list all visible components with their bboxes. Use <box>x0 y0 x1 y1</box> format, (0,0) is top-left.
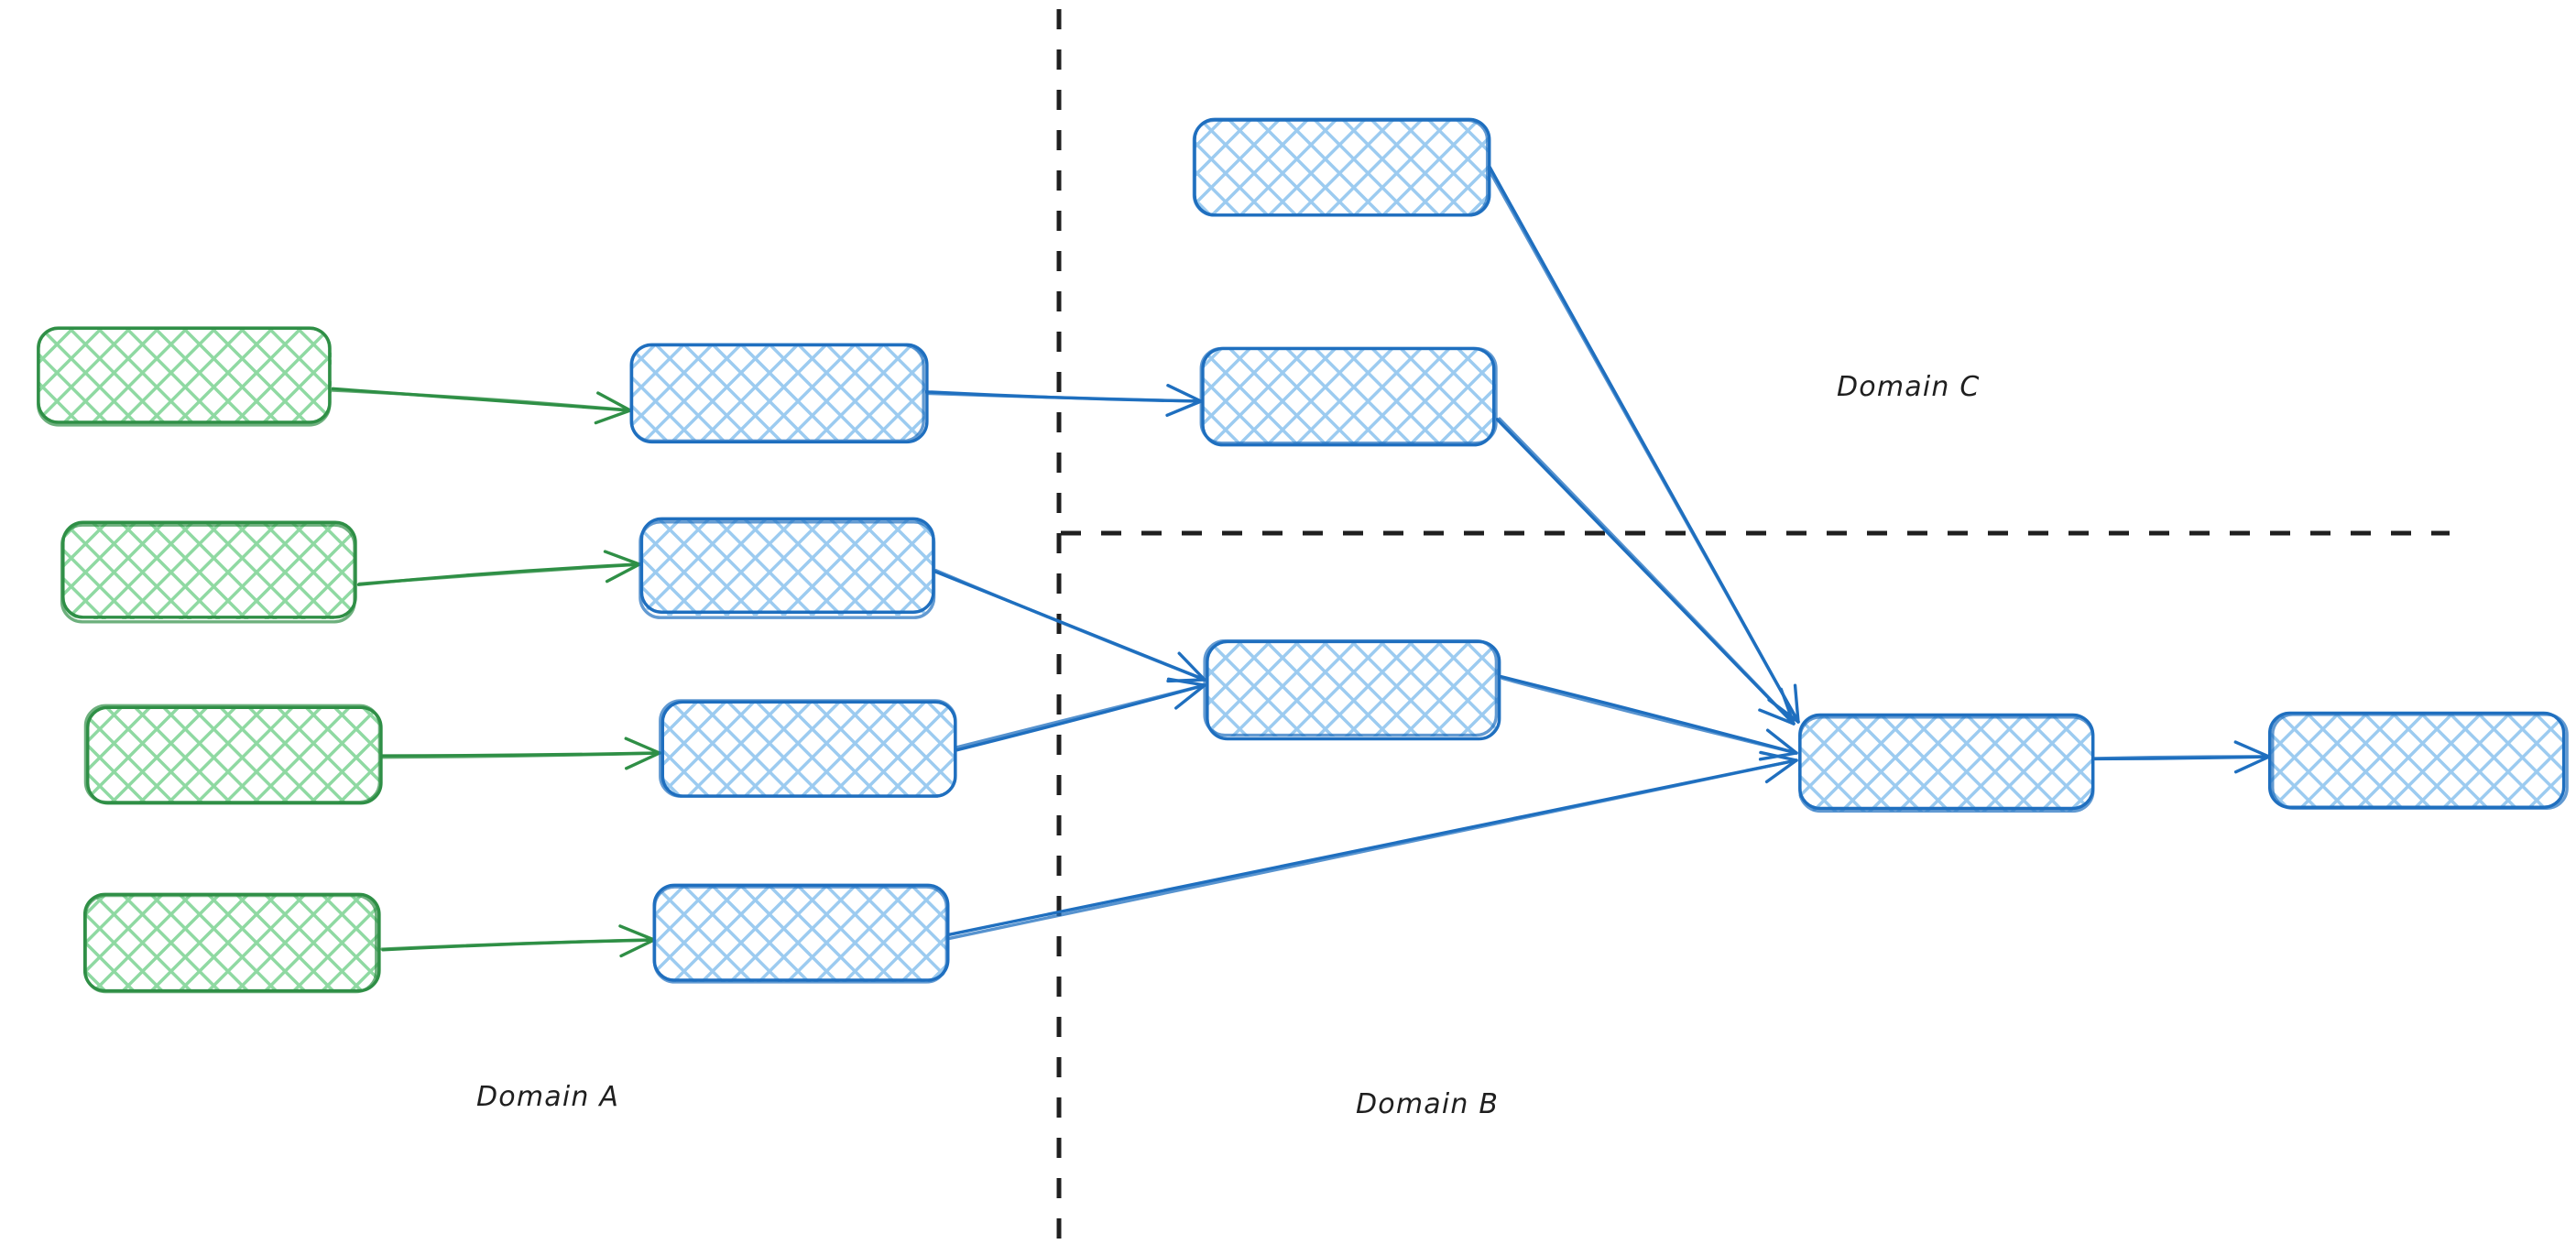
node-hit-c1[interactable] <box>1195 119 1489 214</box>
edge-layer <box>328 165 2271 958</box>
node-c3[interactable] <box>1203 638 1501 741</box>
edge-a4-b4 <box>380 924 656 958</box>
label-domain-c: Domain C <box>1837 371 1981 403</box>
node-layer <box>37 117 2569 994</box>
node-b4[interactable] <box>652 883 950 984</box>
edge-a3-b3 <box>381 737 661 770</box>
node-hit-e1[interactable] <box>2271 713 2564 808</box>
edge-a2-b2 <box>356 550 641 586</box>
label-domain-b: Domain B <box>1356 1088 1500 1120</box>
edge-c1-d1 <box>1486 165 1800 724</box>
node-hit-c3[interactable] <box>1206 641 1500 737</box>
node-hit-a4[interactable] <box>86 896 379 991</box>
label-domain-a: Domain A <box>476 1081 620 1113</box>
node-hit-b3[interactable] <box>661 702 955 797</box>
node-a1[interactable] <box>37 326 332 427</box>
edge-b3-c3 <box>953 677 1206 753</box>
edge-b2-c3 <box>933 569 1206 683</box>
node-hit-d1[interactable] <box>1798 716 2091 812</box>
divider-layer <box>1056 9 2450 1248</box>
node-hit-b2[interactable] <box>641 520 934 616</box>
node-b1[interactable] <box>629 343 929 444</box>
node-a2[interactable] <box>60 520 357 624</box>
node-hit-a3[interactable] <box>86 707 379 802</box>
node-hit-c2[interactable] <box>1203 350 1496 445</box>
node-hit-a1[interactable] <box>38 328 332 423</box>
edge-c3-d1 <box>1499 674 1798 761</box>
node-a3[interactable] <box>83 704 383 805</box>
edge-c2-d1 <box>1495 417 1796 726</box>
edge-a1-b1 <box>328 387 632 425</box>
node-d1[interactable] <box>1798 713 2095 813</box>
node-hit-a2[interactable] <box>62 524 355 619</box>
node-hit-b1[interactable] <box>632 344 925 440</box>
node-c2[interactable] <box>1199 346 1498 447</box>
edge-b4-d1 <box>947 750 1798 941</box>
node-e1[interactable] <box>2267 711 2569 810</box>
edge-b1-c2 <box>922 384 1203 418</box>
node-b3[interactable] <box>659 699 957 798</box>
node-b2[interactable] <box>639 517 936 619</box>
node-hit-b4[interactable] <box>656 887 949 982</box>
node-c1[interactable] <box>1192 117 1491 217</box>
edge-d1-e1 <box>2091 740 2271 774</box>
node-a4[interactable] <box>82 892 381 994</box>
